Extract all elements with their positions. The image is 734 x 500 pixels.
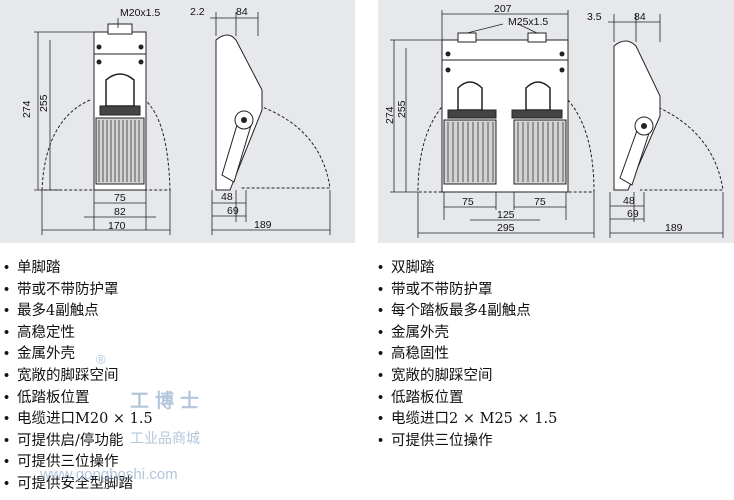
list-item: 单脚踏 [4,258,153,280]
list-item: 带或不带防护罩 [4,280,153,302]
single-dim-255: 255 [38,94,50,112]
double-pedal-drawing: 207 M25x1.5 274 255 75 75 125 295 3.5 84… [384,3,724,238]
list-item: 高稳固性 [378,344,557,366]
list-item: 低踏板位置 [378,388,557,410]
watermark-tagline: 工业品商城 [130,430,200,446]
list-item: 宽敞的脚踩空间 [4,366,153,388]
list-item: 宽敞的脚踩空间 [378,366,557,388]
watermark-url: www.gongboshi.com [40,466,178,483]
list-item: 电缆进口M20 × 1.5 [4,409,153,431]
list-item: 金属外壳 [378,323,557,345]
double-dim-75-left: 75 [462,196,474,208]
single-dim-274: 274 [21,100,33,118]
double-pedal-drawing-panel: 207 M25x1.5 274 255 75 75 125 295 3.5 84… [378,0,734,243]
single-dim-82: 82 [114,206,126,218]
watermark-brand: 工博士 [130,391,206,412]
double-dim-207: 207 [494,3,512,15]
list-item: 电缆进口2 × M25 × 1.5 [378,409,557,431]
double-pedal-feature-list: 双脚踏 带或不带防护罩 每个踏板最多4副触点 金属外壳 高稳固性 宽敞的脚踩空间… [378,258,557,452]
list-item: 可提供安全型脚踏 [4,474,153,496]
list-item: 低踏板位置 [4,388,153,410]
double-side-dim-69: 69 [627,208,639,220]
single-side-dim-69: 69 [227,205,239,217]
list-item: 可提供启/停功能 [4,431,153,453]
double-side-dim-3-5: 3.5 [587,11,602,23]
single-side-dim-48: 48 [221,191,233,203]
double-dim-255: 255 [396,100,408,118]
single-side-dim-189: 189 [254,219,272,231]
double-dim-75-right: 75 [534,196,546,208]
list-item: 带或不带防护罩 [378,280,557,302]
single-pedal-feature-list: 单脚踏 带或不带防护罩 最多4副触点 高稳定性 金属外壳 宽敞的脚踩空间 低踏板… [4,258,153,496]
single-dim-170: 170 [108,220,126,232]
list-item: 高稳定性 [4,323,153,345]
double-side-dim-48: 48 [623,195,635,207]
list-item: 可提供三位操作 [4,452,153,474]
double-dim-295: 295 [497,222,515,234]
single-thread-label: M20x1.5 [120,7,160,19]
double-side-dim-189: 189 [665,222,683,234]
double-thread-label: M25x1.5 [508,16,548,28]
list-item: 最多4副触点 [4,301,153,323]
double-dim-125: 125 [497,209,515,221]
list-item: 金属外壳 [4,344,153,366]
single-dim-75: 75 [114,192,126,204]
list-item: 每个踏板最多4副触点 [378,301,557,323]
double-side-dim-84: 84 [634,11,646,23]
list-item: 双脚踏 [378,258,557,280]
single-side-dim-84: 84 [236,6,248,18]
watermark-registered-mark: ® [96,352,106,367]
single-pedal-drawing: M20x1.5 274 255 75 82 170 2.2 84 48 69 1… [21,6,331,235]
list-item: 可提供三位操作 [378,431,557,453]
single-side-dim-2-2: 2.2 [190,6,205,18]
single-pedal-drawing-panel: M20x1.5 274 255 75 82 170 2.2 84 48 69 1… [0,0,355,243]
double-dim-274: 274 [384,106,396,124]
